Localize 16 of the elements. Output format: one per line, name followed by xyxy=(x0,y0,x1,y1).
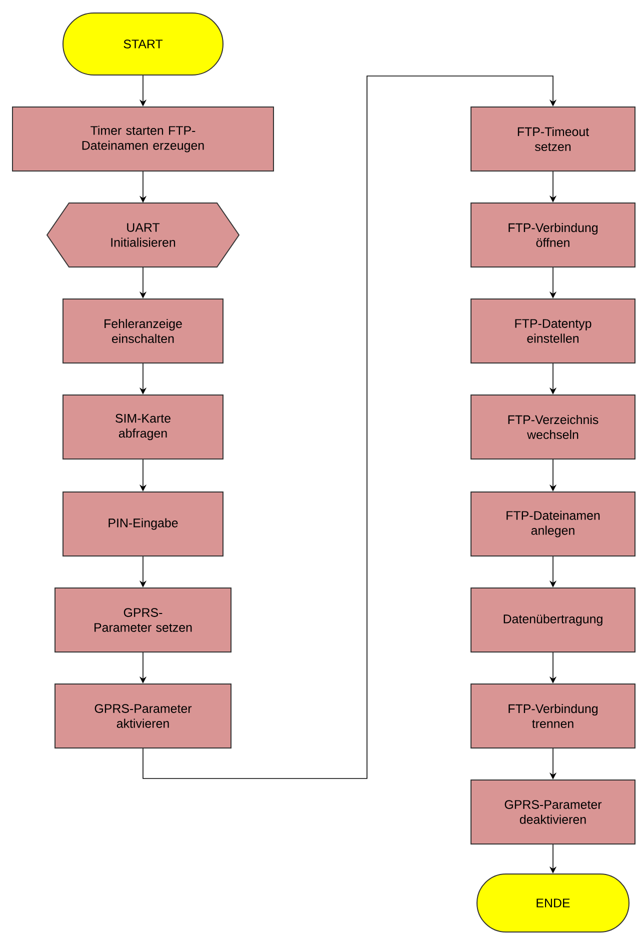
process-box: GPRS-Parameter setzen xyxy=(54,588,232,652)
process-box: FTP-Verbindung öffnen xyxy=(470,202,636,268)
process-box: FTP-Dateinamen anlegen xyxy=(470,492,636,556)
process-box: PIN-Eingabe xyxy=(62,492,224,556)
terminal-oval: ENDE xyxy=(476,874,630,932)
process-box: FTP-Timeout setzen xyxy=(470,106,636,172)
process-box: FTP-Verbindung trennen xyxy=(470,684,636,748)
process-box: FTP-Verzeichnis wechseln xyxy=(470,394,636,460)
process-box: SIM-Karte abfragen xyxy=(62,394,224,460)
process-box: GPRS-Parameter aktivieren xyxy=(54,684,232,748)
arrow xyxy=(142,76,557,779)
process-box: GPRS-Parameter deaktivieren xyxy=(470,780,636,844)
process-box: FTP-Datentyp einstellen xyxy=(470,298,636,364)
process-box: Datenübertragung xyxy=(470,588,636,652)
process-box: Fehleranzeige einschalten xyxy=(62,298,224,364)
process-box: Timer starten FTP-Dateinamen erzeugen xyxy=(12,106,274,172)
